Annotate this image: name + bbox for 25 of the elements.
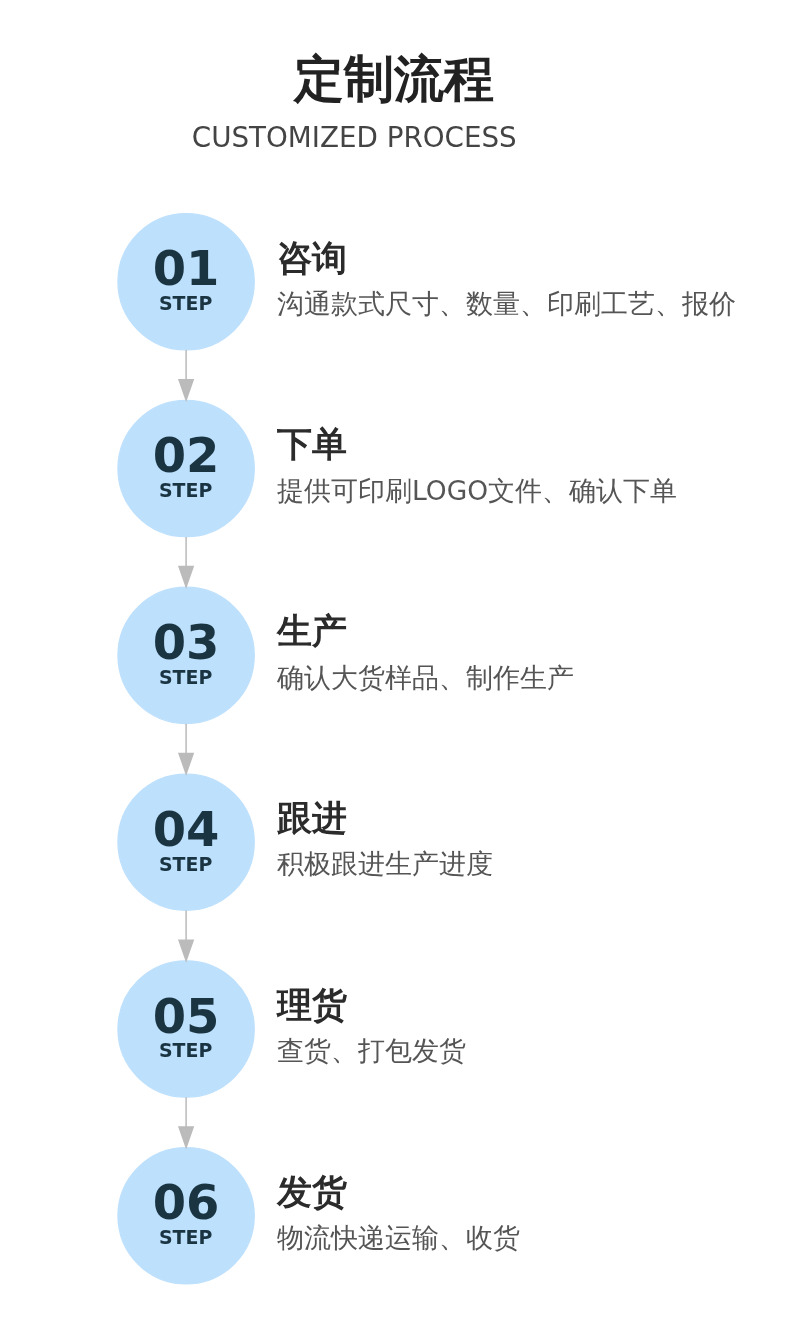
node-label: 物流快递运输、收货 bbox=[276, 1221, 520, 1253]
arrow bbox=[177, 722, 195, 776]
arrow bbox=[177, 1096, 195, 1149]
node-circle: 05 STEP bbox=[117, 959, 255, 1098]
node-label: 生产 bbox=[276, 609, 347, 651]
node-label: 确认大货样品、制作生产 bbox=[276, 661, 574, 693]
node-label: 沟通款式尺寸、数量、印刷工艺、报价 bbox=[276, 287, 736, 319]
node-label: 跟进 bbox=[276, 796, 347, 838]
node-circle: 04 STEP bbox=[117, 772, 255, 911]
node-label: 积极跟进生产进度 bbox=[276, 847, 493, 879]
label: CUSTOMIZED PROCESS bbox=[191, 120, 517, 154]
node-label: 发货 bbox=[276, 1170, 347, 1212]
node-circle: 01 STEP bbox=[117, 212, 255, 351]
arrow bbox=[177, 535, 195, 589]
node-circle: 06 STEP bbox=[117, 1146, 255, 1285]
arrow bbox=[177, 348, 195, 402]
node-label: 提供可印刷LOGO文件、确认下单 bbox=[276, 474, 678, 506]
node-circle: 03 STEP bbox=[117, 586, 255, 724]
diagram-title: 定制流程 bbox=[294, 48, 495, 108]
node-label: 理货 bbox=[276, 983, 347, 1025]
node-label: 下单 bbox=[276, 422, 347, 464]
node-circle: 02 STEP bbox=[117, 399, 255, 537]
node-label: 查货、打包发货 bbox=[276, 1034, 466, 1066]
node-label: 咨询 bbox=[276, 236, 347, 278]
arrow bbox=[177, 909, 195, 963]
